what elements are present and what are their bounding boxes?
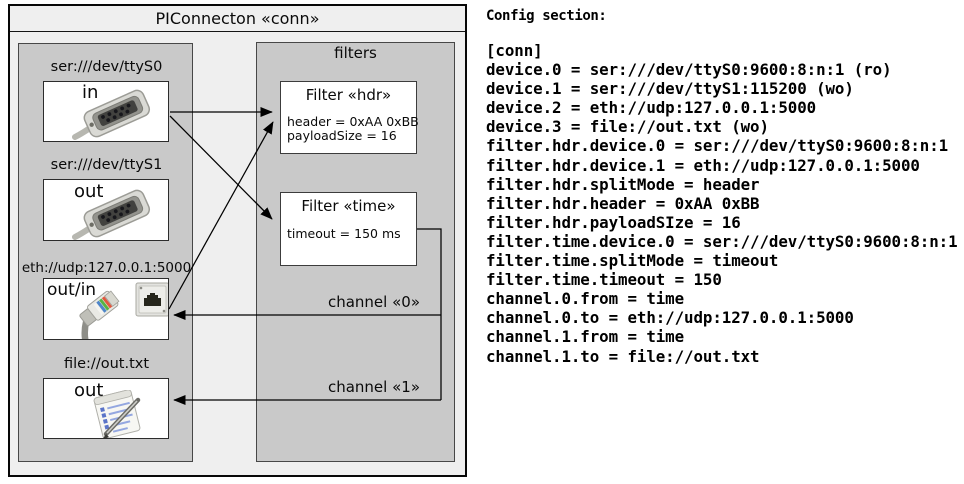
config-line: filter.time.device.0 = ser:///dev/ttyS0:… xyxy=(486,231,958,251)
channel-1-label: channel «1» xyxy=(327,378,420,396)
device-direction-label: out xyxy=(74,380,104,401)
config-line: filter.hdr.device.1 = eth://udp:127.0.0.… xyxy=(486,155,920,175)
config-line: device.2 = eth://udp:127.0.0.1:5000 xyxy=(486,98,817,118)
config-line: device.1 = ser:///dev/ttyS1:115200 (wo) xyxy=(486,79,854,99)
config-line: channel.0.from = time xyxy=(486,289,685,309)
config-section: Config section: [conn]device.0 = ser:///… xyxy=(486,8,964,366)
device-box-eth: out/in xyxy=(43,278,169,340)
config-line: device.0 = ser:///dev/ttyS0:9600:8:n:1 (… xyxy=(486,60,892,80)
device-uri-label-file: file://out.txt xyxy=(63,356,150,372)
filter-hdr-title: Filter «hdr» xyxy=(305,86,392,104)
device-direction-label: out/in xyxy=(47,280,97,300)
serial-connector-icon xyxy=(72,89,151,140)
connection-diagram: PIConnecton «conn» filters ser:///dev/tt… xyxy=(0,0,476,484)
config-line: filter.hdr.splitMode = header xyxy=(486,174,760,194)
config-line: filter.hdr.device.0 = ser:///dev/ttyS0:9… xyxy=(486,136,949,156)
device-box-ttys1: out xyxy=(43,179,169,241)
device-uri-label-ttys1: ser:///dev/ttyS1 xyxy=(50,157,163,173)
filter-time-param-timeout: timeout = 150 ms xyxy=(287,226,401,241)
config-line: filter.hdr.header = 0xAA 0xBB xyxy=(486,193,760,213)
device-direction-label: in xyxy=(82,82,99,103)
channel-0-label: channel «0» xyxy=(327,293,420,311)
config-line: filter.time.splitMode = timeout xyxy=(486,251,779,271)
config-lines: [conn]device.0 = ser:///dev/ttyS0:9600:8… xyxy=(486,41,964,366)
config-line: channel.1.from = time xyxy=(486,327,685,347)
config-line: filter.time.timeout = 150 xyxy=(486,270,722,290)
config-line: filter.hdr.payloadSIze = 16 xyxy=(486,212,741,232)
config-line: device.3 = file://out.txt (wo) xyxy=(486,117,769,137)
config-line: [conn] xyxy=(486,41,543,60)
ethernet-connector-icon xyxy=(79,282,168,339)
filter-hdr-box: Filter «hdr» header = 0xAA 0xBB payloadS… xyxy=(280,81,419,154)
serial-connector-icon xyxy=(72,189,151,240)
device-uri-label-eth: eth://udp:127.0.0.1:5000 xyxy=(21,260,192,276)
device-direction-label: out xyxy=(74,181,104,202)
device-box-file: out xyxy=(43,378,169,439)
config-line: channel.1.to = file://out.txt xyxy=(486,346,760,366)
filters-group-title: filters xyxy=(334,44,377,62)
filter-time-box: Filter «time» timeout = 150 ms xyxy=(280,192,417,266)
diagram-title: PIConnecton «conn» xyxy=(10,6,465,32)
device-box-ttys0: in xyxy=(43,81,169,142)
config-heading: Config section: xyxy=(486,8,607,24)
notepad-pen-icon xyxy=(93,390,141,438)
config-line: channel.0.to = eth://udp:127.0.0.1:5000 xyxy=(486,308,854,328)
filter-hdr-param-header: header = 0xAA 0xBB xyxy=(287,114,419,129)
filter-hdr-param-payloadsize: payloadSize = 16 xyxy=(287,128,397,143)
device-uri-label-ttys0: ser:///dev/ttyS0 xyxy=(50,59,163,75)
filter-time-title: Filter «time» xyxy=(301,197,396,215)
